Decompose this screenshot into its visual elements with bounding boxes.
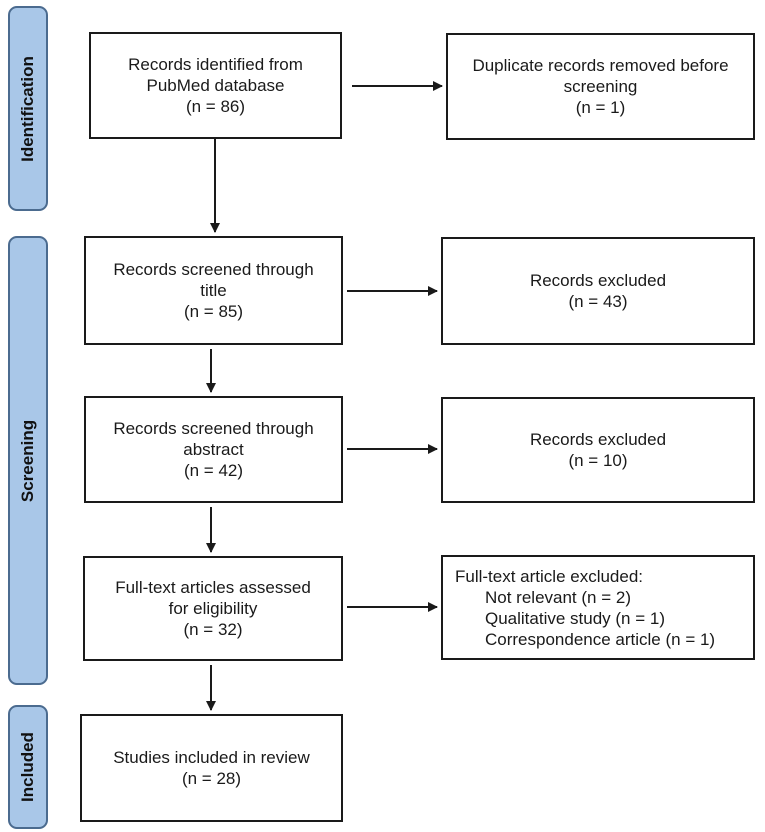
exclusion-reason: Qualitative study (n = 1) [485, 608, 666, 628]
box-line: abstract [183, 440, 244, 459]
box-line: Records excluded [529, 271, 667, 290]
box-line: (n = 32) [183, 620, 243, 639]
box-fulltext-assessed: Full-text articles assessed for eligibil… [83, 556, 343, 661]
box-duplicates-removed: Duplicate records removed before screeni… [446, 33, 755, 140]
box-excluded-title: Records excluded (n = 43) [441, 237, 755, 345]
box-line: PubMed database [146, 76, 285, 95]
box-line: for eligibility [168, 599, 258, 618]
box-records-identified: Records identified from PubMed database … [89, 32, 342, 139]
exclusion-reason: Correspondence article (n = 1) [485, 629, 716, 649]
box-excluded-abstract: Records excluded (n = 10) [441, 397, 755, 503]
exclusion-reason: Not relevant (n = 2) [485, 587, 631, 607]
box-line: Duplicate records removed before [472, 56, 729, 75]
box-line: (n = 1) [575, 98, 626, 117]
exclusion-heading: Full-text article excluded: [455, 566, 644, 586]
box-line: (n = 28) [181, 769, 242, 788]
box-line: screening [563, 77, 638, 96]
box-line: (n = 43) [568, 292, 628, 311]
box-studies-included: Studies included in review (n = 28) [80, 714, 343, 822]
box-line: (n = 85) [183, 302, 244, 321]
box-line: Records excluded [529, 430, 667, 449]
box-screened-abstract: Records screened through abstract (n = 4… [84, 396, 343, 503]
box-line: Full-text articles assessed [115, 578, 311, 597]
box-line: (n = 86) [185, 97, 246, 116]
box-line: title [200, 281, 227, 300]
box-line: Records identified from [128, 55, 303, 74]
phase-included: Included [8, 705, 48, 829]
phase-identification: Identification [8, 6, 48, 211]
box-line: (n = 10) [568, 451, 628, 470]
box-line: Records screened through [113, 260, 314, 279]
phase-screening: Screening [8, 236, 48, 685]
box-line: (n = 42) [183, 461, 244, 480]
box-line: Studies included in review [113, 748, 310, 767]
box-screened-title: Records screened through title (n = 85) [84, 236, 343, 345]
box-fulltext-excluded: Full-text article excluded: Not relevant… [441, 555, 755, 660]
box-line: Records screened through [113, 419, 314, 438]
